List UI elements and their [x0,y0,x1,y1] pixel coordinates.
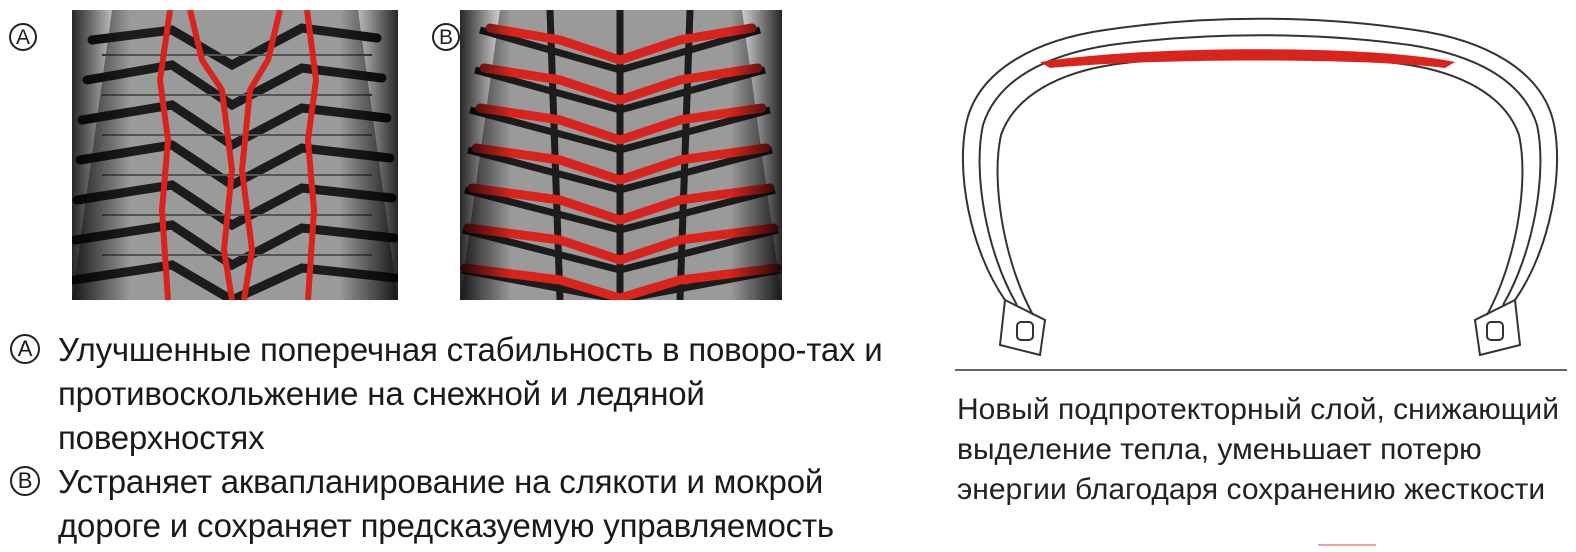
tread-image-a [72,10,398,300]
feature-item-b: B Устраняет аквапланирование на слякоти … [10,460,910,548]
feature-text-b: Устраняет аквапланирование на слякоти и … [58,463,834,544]
feature-item-a: A Улучшенные поперечная стабильность в п… [10,328,910,460]
circled-a-icon: A [10,334,40,364]
caption-underline [1318,544,1376,546]
marker-b-icon: B [432,23,460,51]
tread-image-b [460,10,782,300]
circled-b-icon: B [10,466,40,496]
tire-cross-section-diagram [955,17,1567,371]
caption-text: Новый подпротекторный слой, снижающий вы… [957,393,1559,506]
marker-a-icon: A [9,23,37,51]
feature-text-a: Улучшенные поперечная стабильность в пов… [58,331,883,456]
